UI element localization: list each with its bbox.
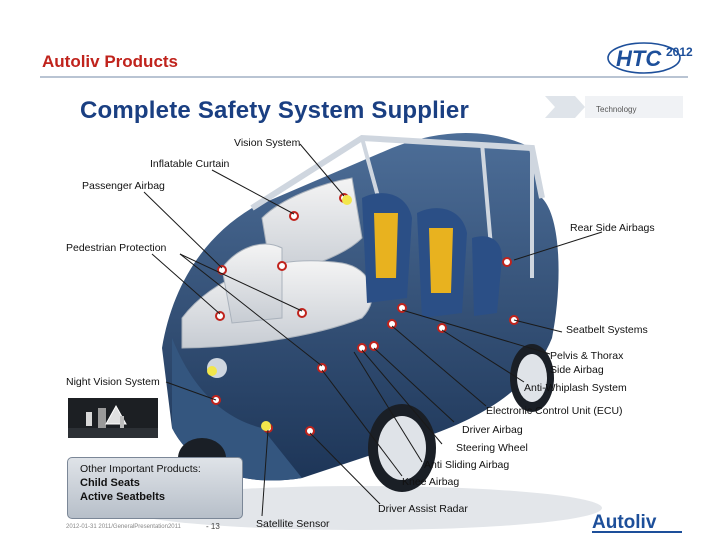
other-products-box: [67, 457, 243, 519]
title-divider: [40, 76, 688, 78]
label-driver-airbag: Driver Airbag: [462, 424, 523, 436]
label-driver-assist-radar: Driver Assist Radar: [378, 503, 468, 515]
label-knee-airbag: Knee Airbag: [402, 476, 460, 488]
label-steering-wheel: Steering Wheel: [456, 442, 528, 454]
label-passenger-airbag: Passenger Airbag: [82, 180, 165, 192]
label-pelvis-thorax: Pelvis & Thorax: [550, 350, 624, 362]
slide-title: Autoliv Products: [42, 52, 179, 71]
footer-page-number: - 13: [206, 522, 220, 531]
label-pedestrian-protection: Pedestrian Protection: [66, 242, 167, 254]
product-child-seats: Child Seats: [80, 477, 140, 489]
label-vision-system: Vision System: [234, 137, 301, 149]
technology-tag: [545, 96, 683, 118]
car-illustration: [122, 133, 603, 530]
label-anti-whiplash: Anti-Whiplash System: [524, 382, 627, 394]
slide-heading: Complete Safety System Supplier: [80, 97, 469, 124]
label-ecu: Electronic Control Unit (ECU): [486, 405, 623, 417]
htc-logo-year: 2012: [666, 45, 693, 59]
footer-text: 2012-01-31 2011/GeneralPresentation2011: [66, 524, 181, 530]
autoliv-logo: Autoliv: [592, 512, 682, 533]
label-satellite-sensor: Satellite Sensor: [256, 518, 330, 530]
label-side-airbag: Side Airbag: [550, 364, 604, 376]
htc-2012-logo: HTC 2012: [607, 42, 693, 74]
htc-logo-text: HTC: [616, 46, 662, 71]
label-night-vision-system: Night Vision System: [66, 376, 160, 388]
night-vision-thumbnail: [68, 398, 158, 438]
product-active-seatbelts: Active Seatbelts: [80, 491, 165, 503]
other-products-title: Other Important Products:: [80, 463, 201, 475]
autoliv-logo-text: Autoliv: [592, 512, 657, 533]
label-anti-sliding-airbag: Anti Sliding Airbag: [424, 459, 510, 471]
label-inflatable-curtain: Inflatable Curtain: [150, 158, 230, 170]
slide-content: [62, 88, 676, 542]
label-seatbelt-systems: Seatbelt Systems: [566, 324, 648, 336]
technology-tag-label: Technology: [596, 105, 637, 114]
label-rear-side-airbags: Rear Side Airbags: [570, 222, 655, 234]
